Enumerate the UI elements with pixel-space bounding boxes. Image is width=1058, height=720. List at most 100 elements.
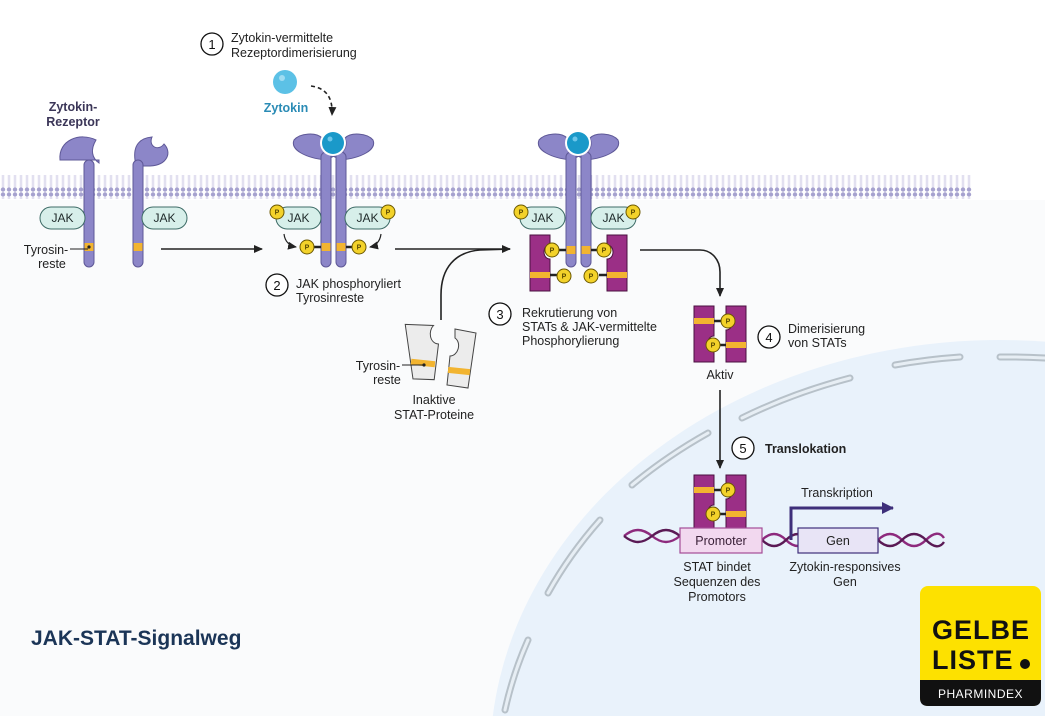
svg-text:JAK: JAK [287,211,309,225]
step-number-circle [200,32,224,56]
active-label: Aktiv [706,368,734,382]
jak-protein: JAK [344,206,391,230]
svg-text:JAK: JAK [356,211,378,225]
receptor-dimer-step2 [292,130,375,268]
phosphate: P [513,204,529,220]
jak-protein: JAK [519,206,566,230]
jak-label: JAK [153,211,175,225]
phosphate: P [596,242,612,258]
step-number-circle [731,436,755,460]
bound-cytokine [322,132,344,154]
svg-text:4: 4 [765,330,772,345]
phosphate: P [625,204,641,220]
step-5-text: Translokation [765,442,846,456]
phosphate: P [720,482,736,498]
cytokine-label: Zytokin [264,101,308,115]
step-3-text: Rekrutierung von [522,306,617,320]
logo-subtitle: PHARMINDEX [938,687,1023,701]
diagram-title: JAK-STAT-Signalweg [31,627,241,650]
phosphate: P [556,268,572,284]
logo-text: LISTE [932,645,1014,675]
gene-caption: Gen [833,575,857,589]
phosphate: P [705,337,721,353]
tyrosine-label: Tyrosin- [356,359,400,373]
svg-text:P: P [357,245,362,252]
transcription-arrow [789,502,894,540]
tyrosine-residue [133,243,143,251]
jak-protein: JAK [39,206,86,230]
step-2-text: Tyrosinreste [296,291,364,305]
inactive-stat-label: Inaktive [412,393,455,407]
svg-text:P: P [711,343,716,350]
jak-protein: JAK [141,206,188,230]
gene-label: Gen [826,534,850,548]
step-3: 3 Rekrutierung von STATs & JAK-vermittel… [488,302,657,348]
inactive-stat-label: STAT-Proteine [394,408,474,422]
phosphate: P [351,239,367,255]
promoter-box: Promoter [679,527,763,554]
gene-box: Gen [797,527,879,554]
tyrosine-label: reste [38,257,66,271]
phosphate: P [269,204,285,220]
logo-text: GELBE [932,615,1030,645]
svg-text:P: P [589,274,594,281]
step-3-text: Phosphorylierung [522,334,619,348]
step-2-text: JAK phosphoryliert [296,277,401,291]
phosphate: P [720,313,736,329]
svg-text:P: P [275,210,280,217]
active-stat-protein [529,234,551,292]
cell-membrane [0,175,972,199]
jak-label: JAK [51,211,73,225]
step-4-text: von STATs [788,336,847,350]
bound-cytokine [567,132,589,154]
step-4: 4 Dimerisierung von STATs [757,322,865,350]
svg-text:JAK: JAK [602,211,624,225]
step-number-circle [265,273,289,297]
stat-recruitment-arrow [440,248,511,320]
svg-text:2: 2 [273,278,280,293]
step-3-text: STATs & JAK-vermittelte [522,320,657,334]
phosphorylation-arrow [369,233,382,250]
svg-text:P: P [305,245,310,252]
phosphorylation-arrow [283,233,297,250]
receptor-unbound-left [59,136,100,268]
promoter-label: Promoter [695,534,746,548]
phosphate: P [705,506,721,522]
jak-protein: JAK [590,206,637,230]
promoter-caption: STAT bindet [683,560,751,574]
receptor-dimer-step3 [537,130,620,268]
tyrosine-label: reste [373,373,401,387]
step-number-circle [488,302,512,326]
phosphate: P [583,268,599,284]
stat-dimer-bound: P P [693,474,747,531]
receptor-label: Rezeptor [46,115,100,129]
nucleus [492,340,1045,716]
tyrosine-label: Tyrosin- [24,243,68,257]
stat-dimer-active: P P [693,305,747,363]
phosphate: P [544,242,560,258]
svg-text:P: P [550,248,555,255]
svg-text:JAK: JAK [531,211,553,225]
step-5: 5 Translokation [731,436,846,460]
phosphate: P [380,204,396,220]
phosphate: P [299,239,315,255]
svg-text:P: P [519,210,524,217]
svg-text:1: 1 [208,37,215,52]
arrow-step-3-to-4 [640,249,724,297]
svg-text:3: 3 [496,307,503,322]
svg-text:5: 5 [739,441,746,456]
svg-text:P: P [602,248,607,255]
active-stat-protein [606,234,628,292]
receptor-label: Zytokin- [49,100,98,114]
step-1: 1 Zytokin-vermittelte Rezeptordimerisier… [200,31,357,60]
svg-text:P: P [711,512,716,519]
step-1-text: Zytokin-vermittelte [231,31,333,45]
gene-caption: Zytokin-responsives [789,560,900,574]
svg-text:P: P [726,319,731,326]
promoter-caption: Sequenzen des [674,575,761,589]
svg-text:P: P [726,488,731,495]
inactive-stat-protein [446,328,477,389]
svg-text:P: P [631,210,636,217]
free-cytokine [273,70,297,94]
